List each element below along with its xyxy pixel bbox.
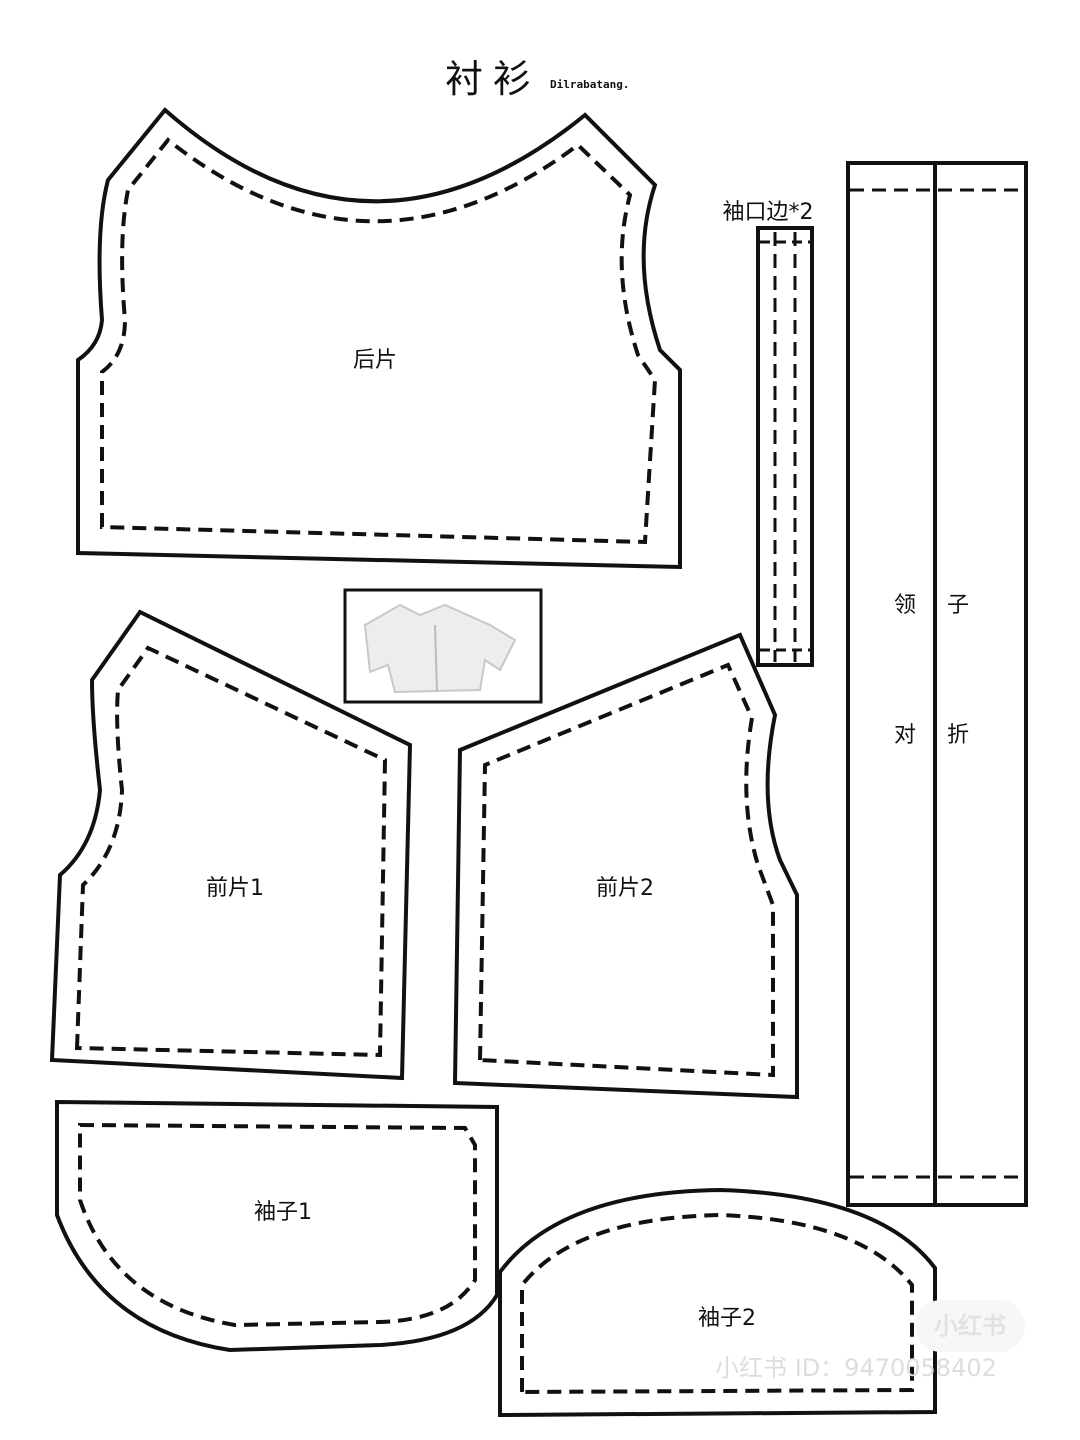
front-piece-1-seam [74,645,388,1058]
back-piece-seam [100,137,658,545]
label-front-2: 前片2 [596,876,654,901]
label-fold-1: 对 [893,723,917,748]
sleeve-piece-2 [498,1187,937,1418]
sleeve-piece-2-seam [520,1212,914,1395]
front-piece-2 [452,632,799,1100]
finished-shirt-photo [343,588,543,704]
cuff-outline [756,226,814,667]
front-piece-2-seam [477,662,775,1078]
back-piece [76,107,682,570]
cuff-piece [756,226,814,667]
sleeve-piece-1 [55,1099,499,1353]
label-sleeve-1: 袖子1 [254,1200,312,1225]
label-cuff: 袖口边*2 [722,200,814,225]
pattern-title: 衬衫 [445,57,542,101]
front-piece-2-outline [452,632,799,1100]
shirt-image [363,603,517,694]
back-piece-outline [76,107,682,570]
watermark-logo: 小红书 [915,1300,1025,1352]
author-signature: Dilrabatang. [550,78,630,91]
sleeve-piece-1-outline [55,1099,499,1353]
watermark-id: 小红书 ID：9470058402 [715,1354,997,1382]
sleeve-piece-1-seam [78,1122,477,1328]
collar-piece [846,161,1028,1207]
label-collar-2: 子 [946,593,970,618]
label-fold-2: 折 [946,723,970,748]
front-piece-1-outline [49,609,413,1081]
sleeve-piece-2-outline [498,1187,937,1418]
label-collar-1: 领 [893,593,917,618]
label-back: 后片 [352,348,398,373]
label-front-1: 前片1 [206,876,264,901]
label-sleeve-2: 袖子2 [698,1306,756,1331]
front-piece-1 [49,609,413,1081]
